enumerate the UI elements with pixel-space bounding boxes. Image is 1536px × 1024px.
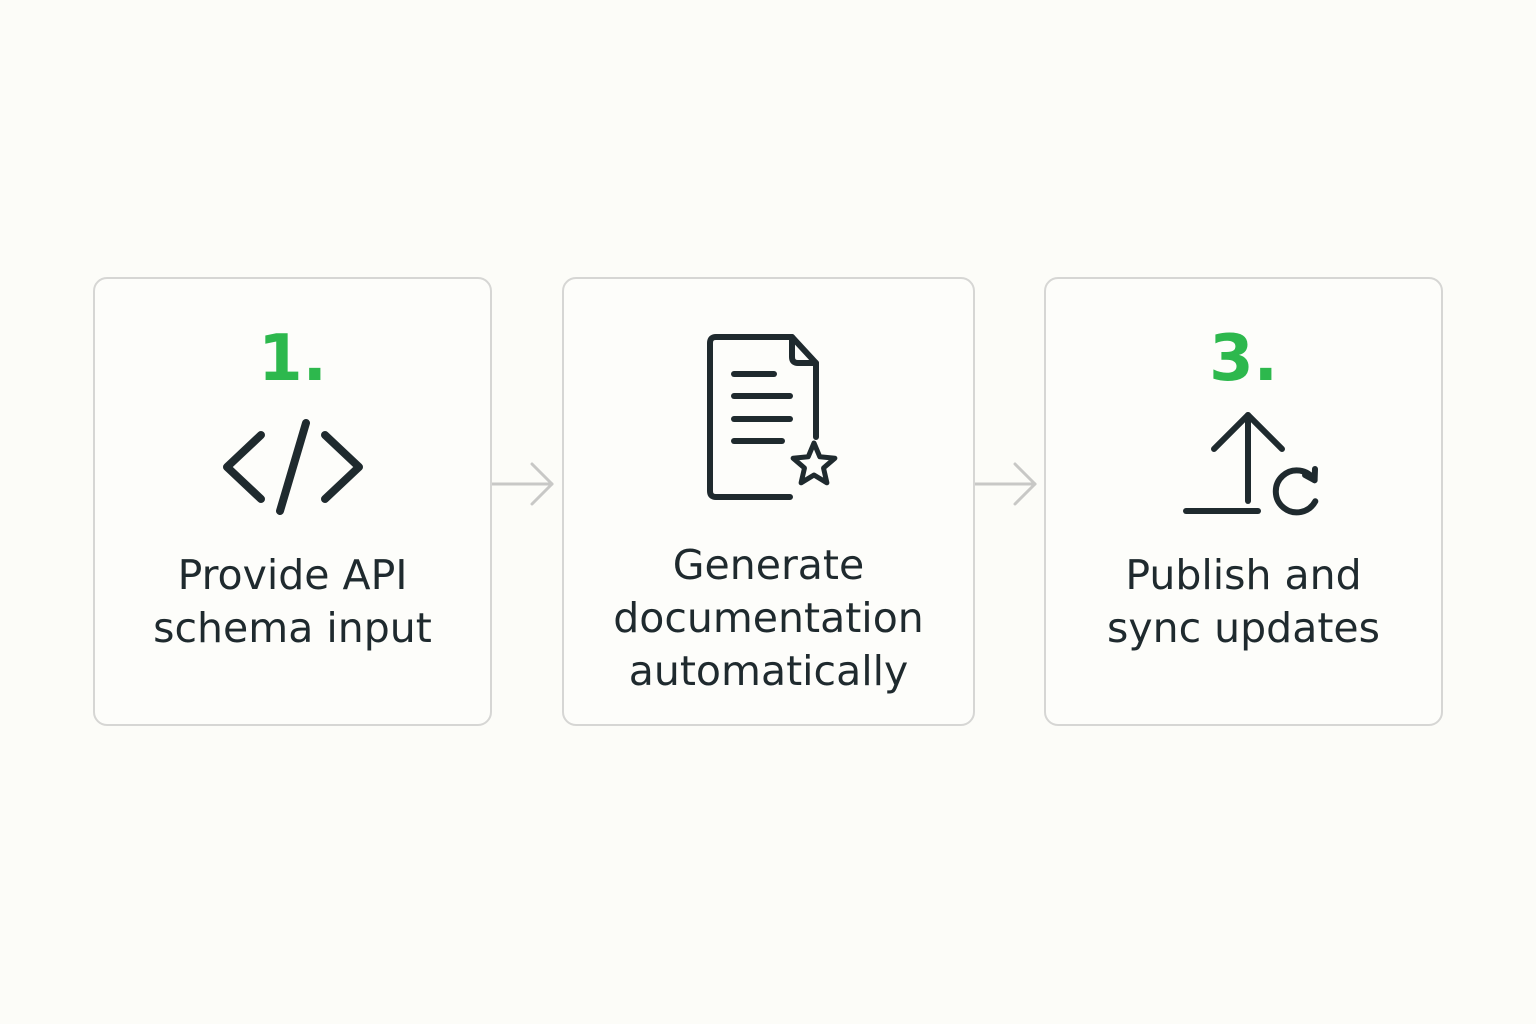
step-card-1: 1. Provide API schema input bbox=[93, 277, 492, 726]
step-label-3-line-1: Publish and bbox=[1125, 551, 1362, 599]
step-label-2-line-1: Generate bbox=[672, 541, 865, 589]
step-label-3-line-2: sync updates bbox=[1106, 604, 1380, 652]
step-label-1: Provide API schema input bbox=[95, 549, 490, 655]
step-card-2: Generate documentation automatically bbox=[562, 277, 975, 726]
step-number-1: 1. bbox=[258, 322, 327, 396]
code-icon bbox=[223, 419, 363, 515]
arrow-right-icon bbox=[975, 462, 1037, 506]
step-label-1-line-2: schema input bbox=[153, 604, 432, 652]
step-label-1-line-1: Provide API bbox=[177, 551, 408, 599]
arrow-right-icon bbox=[492, 462, 554, 506]
step-number-3: 3. bbox=[1209, 322, 1278, 396]
step-label-2: Generate documentation automatically bbox=[564, 539, 973, 698]
step-label-2-line-2: documentation bbox=[613, 594, 924, 642]
step-card-3: 3. Publish and sync updates bbox=[1044, 277, 1443, 726]
upload-sync-icon bbox=[1183, 412, 1319, 516]
step-label-3: Publish and sync updates bbox=[1046, 549, 1441, 655]
document-star-icon bbox=[707, 334, 838, 500]
step-label-2-line-3: automatically bbox=[628, 647, 909, 695]
